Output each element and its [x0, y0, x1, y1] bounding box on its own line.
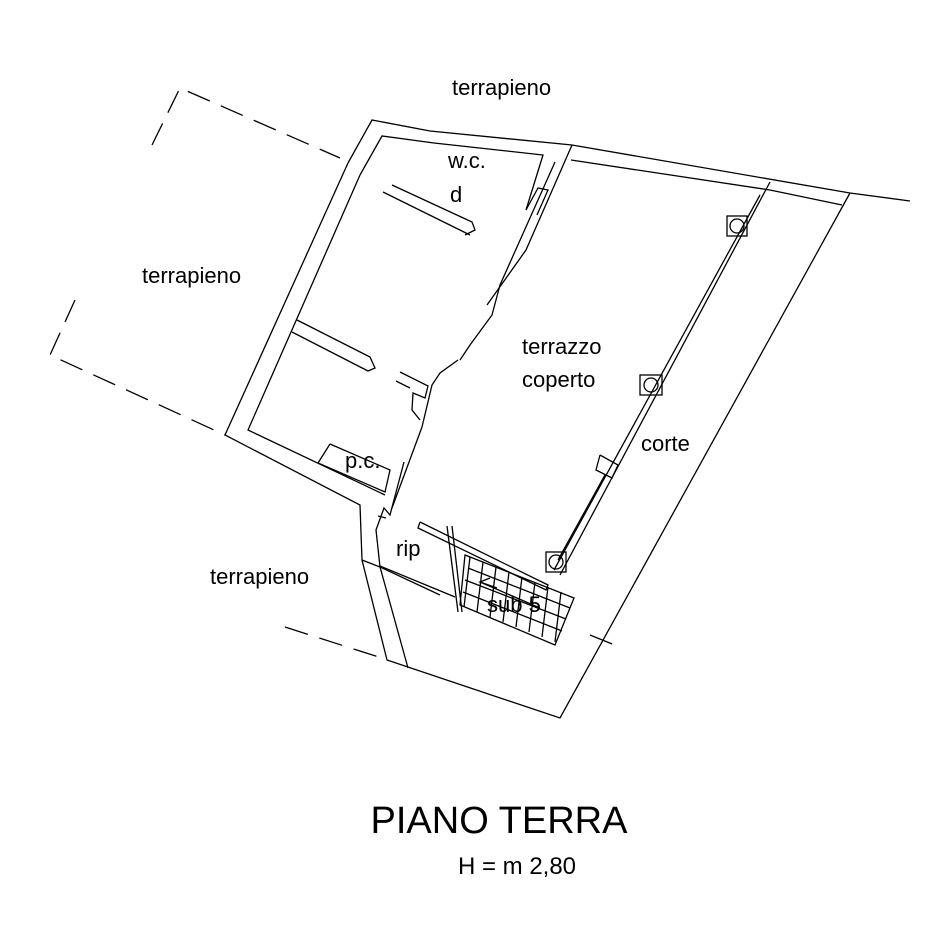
- plan-title-block: PIANO TERRA H = m 2,80: [371, 800, 629, 880]
- plan-title: PIANO TERRA: [371, 800, 629, 842]
- label-terrapieno-bottom: terrapieno: [210, 564, 309, 589]
- label-rip: rip: [396, 536, 420, 561]
- label-coperto: coperto: [522, 367, 595, 392]
- dashed-boundaries: [49, 87, 623, 661]
- label-terrapieno-top: terrapieno: [452, 75, 551, 100]
- columns: [545, 215, 748, 573]
- label-corte: corte: [641, 431, 690, 456]
- stair: [417, 521, 575, 646]
- outer-walls: [224, 119, 911, 719]
- label-d: d: [450, 182, 462, 207]
- label-wc: w.c.: [447, 148, 486, 173]
- label-terrapieno-left: terrapieno: [142, 263, 241, 288]
- label-pc: p.c.: [345, 448, 380, 473]
- label-sub5: sub 5: [487, 592, 541, 617]
- room-labels: terrapieno terrapieno terrapieno w.c. d …: [142, 75, 690, 617]
- plan-height-note: H = m 2,80: [458, 853, 576, 880]
- label-terrazzo: terrazzo: [522, 334, 601, 359]
- interior-walls: [291, 144, 843, 598]
